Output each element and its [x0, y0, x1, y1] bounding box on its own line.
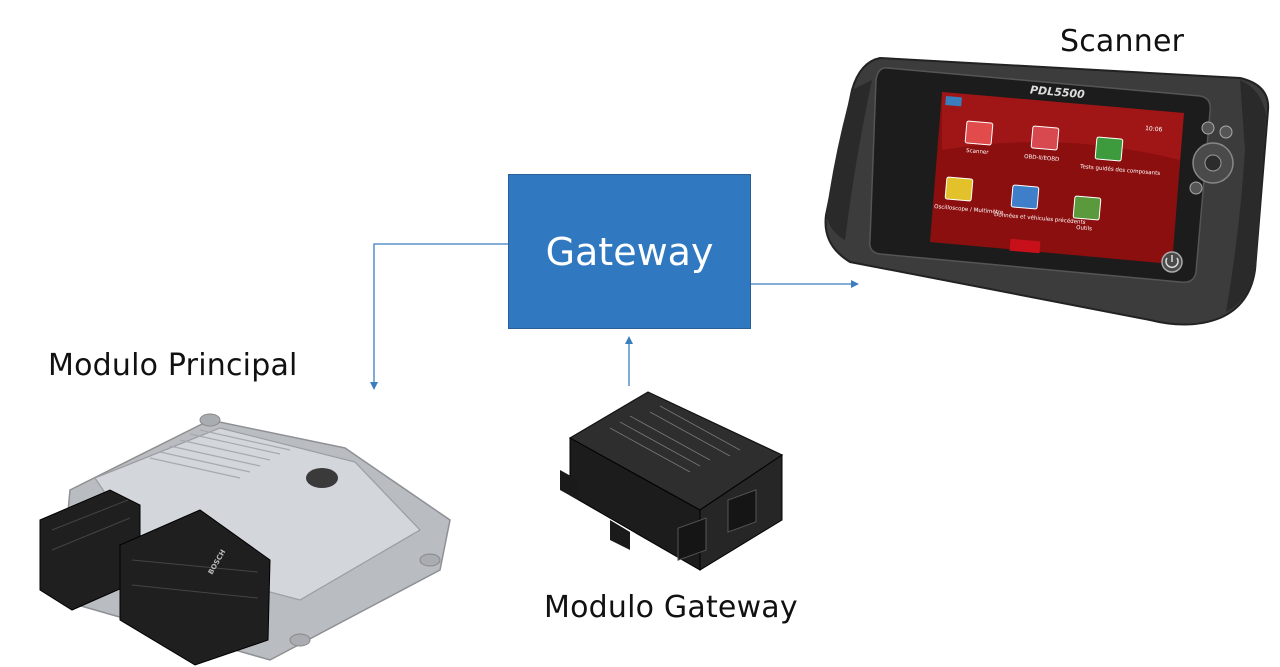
- gateway-box: Gateway: [508, 174, 751, 329]
- scanner-app-label-2: OBD-II/EOBD: [1024, 154, 1060, 163]
- ecu-vent-cap-icon: [306, 468, 338, 488]
- scanner-button-icon: [1219, 125, 1233, 139]
- scanner-button-icon: [1189, 181, 1203, 195]
- gateway-box-label: Gateway: [545, 229, 714, 274]
- scanner-app-label-1: Scanner: [966, 148, 990, 156]
- gateway-connector-icon: [727, 489, 757, 533]
- scanner-app-label-6: Outils: [1076, 225, 1092, 232]
- scanner-brand-text: PDL5500: [1030, 83, 1086, 101]
- arrow-gateway-to-principal: [370, 243, 508, 390]
- scanner-app-grid: [944, 120, 1124, 221]
- modulo-gateway-label: Modulo Gateway: [544, 590, 798, 625]
- gateway-connector-icon: [677, 517, 707, 561]
- modulo-principal-label: Modulo Principal: [48, 348, 298, 383]
- scanner-label: Scanner: [1060, 24, 1185, 59]
- scanner-button-icon: [1201, 121, 1215, 135]
- scanner-clock: 10:06: [1145, 125, 1163, 133]
